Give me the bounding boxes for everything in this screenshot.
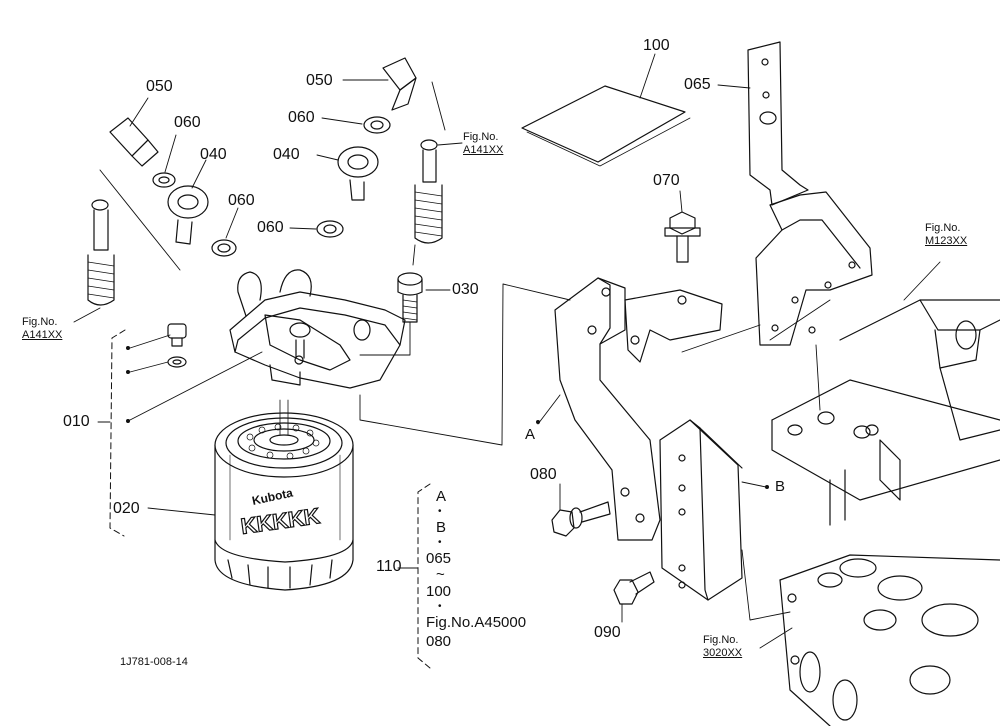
left-banjo-assembly — [87, 117, 237, 306]
list-bullet — [126, 346, 130, 350]
part-label-010: 010 — [63, 413, 90, 430]
callout-letter-b: B — [775, 478, 786, 495]
right-banjo-assembly — [316, 57, 443, 244]
kit-item: B — [436, 519, 447, 536]
fig-ref-m123: Fig.No. M123XX — [925, 222, 967, 247]
kit-item: 100 — [426, 583, 452, 600]
part-label-040-left: 040 — [200, 146, 227, 163]
part-label-080: 080 — [530, 466, 557, 483]
part-label-060-left-bottom: 060 — [228, 192, 255, 209]
kit-item: ~ — [436, 566, 445, 583]
filter-marks-text: KKKKK — [239, 503, 321, 539]
bolt-080 — [551, 501, 611, 537]
fig-ref-code: A141XX — [463, 143, 504, 156]
callout-dot-a — [536, 420, 540, 424]
part-label-100: 100 — [643, 37, 670, 54]
callout-dot-b — [765, 485, 769, 489]
part-label-050-right: 050 — [306, 72, 333, 89]
list-bullet — [126, 419, 130, 423]
kit-item: 080 — [426, 633, 452, 650]
kit-item: A — [436, 488, 447, 505]
fig-ref-3020: Fig.No. 3020XX — [703, 634, 742, 659]
label-sheet-100 — [521, 85, 686, 163]
drain-plug — [167, 323, 187, 368]
part-label-020: 020 — [113, 500, 140, 517]
kit-item: • — [438, 537, 442, 548]
bolt-030 — [397, 272, 423, 323]
bracket-a — [554, 277, 723, 541]
part-label-060-left-top: 060 — [174, 114, 201, 131]
fig-ref-code: 3020XX — [703, 646, 743, 659]
list-bullet — [126, 370, 130, 374]
part-label-030: 030 — [452, 281, 479, 298]
fig-ref-title: Fig.No. — [463, 131, 499, 143]
fig-ref-a141-left: Fig.No. A141XX — [22, 316, 62, 341]
filter-brand-text: Kubota — [251, 486, 295, 508]
engine-block-section — [771, 299, 1000, 526]
part-label-060-right-top: 060 — [288, 109, 315, 126]
leader-lines — [73, 53, 941, 649]
engine-cylinder-head — [779, 554, 1000, 726]
part-label-060-right-bottom: 060 — [257, 219, 284, 236]
fig-ref-code: A141XX — [22, 328, 63, 341]
kit-item: • — [438, 601, 442, 612]
part-label-050-left: 050 — [146, 78, 173, 95]
diagram-code: 1J781-008-14 — [120, 656, 188, 668]
bolt-090 — [613, 571, 655, 605]
bracket-065 — [747, 41, 873, 346]
fig-ref-title: Fig.No. — [703, 634, 739, 646]
part-label-110: 110 — [376, 558, 402, 575]
kit-item: Fig.No.A45000 — [426, 614, 527, 631]
part-label-040-right: 040 — [273, 146, 300, 163]
kit-item: • — [438, 506, 442, 517]
kit-item: 065 — [426, 550, 452, 567]
fig-ref-title: Fig.No. — [925, 222, 961, 234]
kit-contents-list: A • B • 065 ~ 100 • Fig.No.A45000 080 — [426, 487, 526, 651]
part-label-065: 065 — [684, 76, 711, 93]
fuel-filter-cartridge — [214, 399, 354, 591]
fig-ref-a141-right: Fig.No. A141XX — [463, 131, 503, 156]
part-label-070: 070 — [653, 172, 680, 189]
callout-letter-a: A — [525, 426, 536, 443]
plate-b — [659, 419, 743, 601]
filter-head-bracket — [229, 269, 406, 389]
fig-ref-title: Fig.No. — [22, 316, 58, 328]
part-label-090: 090 — [594, 624, 621, 641]
bolt-070 — [664, 211, 701, 263]
fig-ref-code: M123XX — [925, 234, 968, 247]
